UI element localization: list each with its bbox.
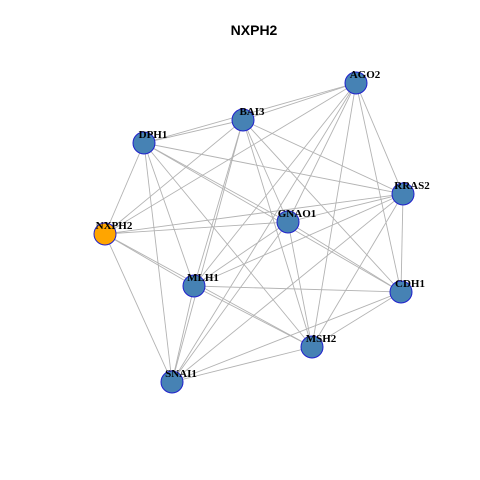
edge-rras2-snai1 [171, 193, 404, 383]
edge-nxph2-msh2 [104, 233, 313, 348]
edge-cdh1-snai1 [171, 291, 402, 383]
edge-nxph2-mlh1 [104, 233, 195, 287]
node-label-gnao1: GNAO1 [278, 208, 317, 220]
edge-ago2-nxph2 [104, 82, 357, 235]
node-bai3[interactable] [231, 108, 255, 132]
node-label-ago2: AGO2 [350, 69, 381, 81]
edge-ago2-bai3 [242, 82, 357, 121]
edge-bai3-gnao1 [242, 119, 289, 223]
edge-dph1-cdh1 [143, 142, 402, 293]
node-dph1[interactable] [132, 131, 156, 155]
nodes-layer [93, 71, 415, 394]
edge-rras2-msh2 [311, 193, 404, 348]
node-gnao1[interactable] [276, 210, 300, 234]
edge-msh2-snai1 [171, 346, 313, 383]
edge-dph1-gnao1 [143, 142, 289, 223]
node-label-snai1: SNAI1 [165, 368, 197, 380]
edge-cdh1-msh2 [311, 291, 402, 348]
edge-dph1-msh2 [143, 142, 313, 348]
node-mlh1[interactable] [182, 274, 206, 298]
edge-dph1-rras2 [143, 142, 404, 195]
node-label-msh2: MSH2 [306, 333, 337, 345]
edge-mlh1-cdh1 [193, 285, 402, 293]
edge-rras2-nxph2 [104, 193, 404, 235]
node-cdh1[interactable] [389, 280, 413, 304]
edge-ago2-mlh1 [193, 82, 357, 287]
edge-bai3-dph1 [143, 119, 244, 144]
edge-dph1-mlh1 [143, 142, 195, 287]
edge-bai3-msh2 [242, 119, 313, 348]
edge-bai3-snai1 [171, 119, 244, 383]
edge-rras2-mlh1 [193, 193, 404, 287]
edge-ago2-cdh1 [355, 82, 402, 293]
edge-gnao1-cdh1 [287, 221, 402, 293]
edges-layer [104, 82, 404, 383]
edge-ago2-msh2 [311, 82, 357, 348]
node-label-mlh1: MLH1 [187, 272, 219, 284]
node-label-nxph2: NXPH2 [96, 220, 133, 232]
node-msh2[interactable] [300, 335, 324, 359]
edge-bai3-rras2 [242, 119, 404, 195]
edge-gnao1-nxph2 [104, 221, 289, 235]
edge-ago2-snai1 [171, 82, 357, 383]
node-label-rras2: RRAS2 [394, 180, 430, 192]
edge-mlh1-msh2 [193, 285, 313, 348]
node-rras2[interactable] [391, 182, 415, 206]
edge-bai3-nxph2 [104, 119, 244, 235]
edge-ago2-gnao1 [287, 82, 357, 223]
edge-bai3-mlh1 [193, 119, 244, 287]
edge-bai3-cdh1 [242, 119, 402, 293]
node-nxph2[interactable] [93, 222, 117, 246]
edge-ago2-rras2 [355, 82, 404, 195]
edge-rras2-cdh1 [400, 193, 404, 293]
graph-title: NXPH2 [231, 22, 278, 38]
node-snai1[interactable] [160, 370, 184, 394]
edge-nxph2-snai1 [104, 233, 173, 383]
node-label-bai3: BAI3 [239, 106, 265, 118]
edge-mlh1-snai1 [171, 285, 195, 383]
edge-rras2-gnao1 [287, 193, 404, 223]
node-label-cdh1: CDH1 [395, 278, 425, 290]
edge-dph1-nxph2 [104, 142, 145, 235]
edge-gnao1-mlh1 [193, 221, 289, 287]
node-ago2[interactable] [344, 71, 368, 95]
edge-gnao1-msh2 [287, 221, 313, 348]
node-label-dph1: DPH1 [139, 129, 168, 141]
